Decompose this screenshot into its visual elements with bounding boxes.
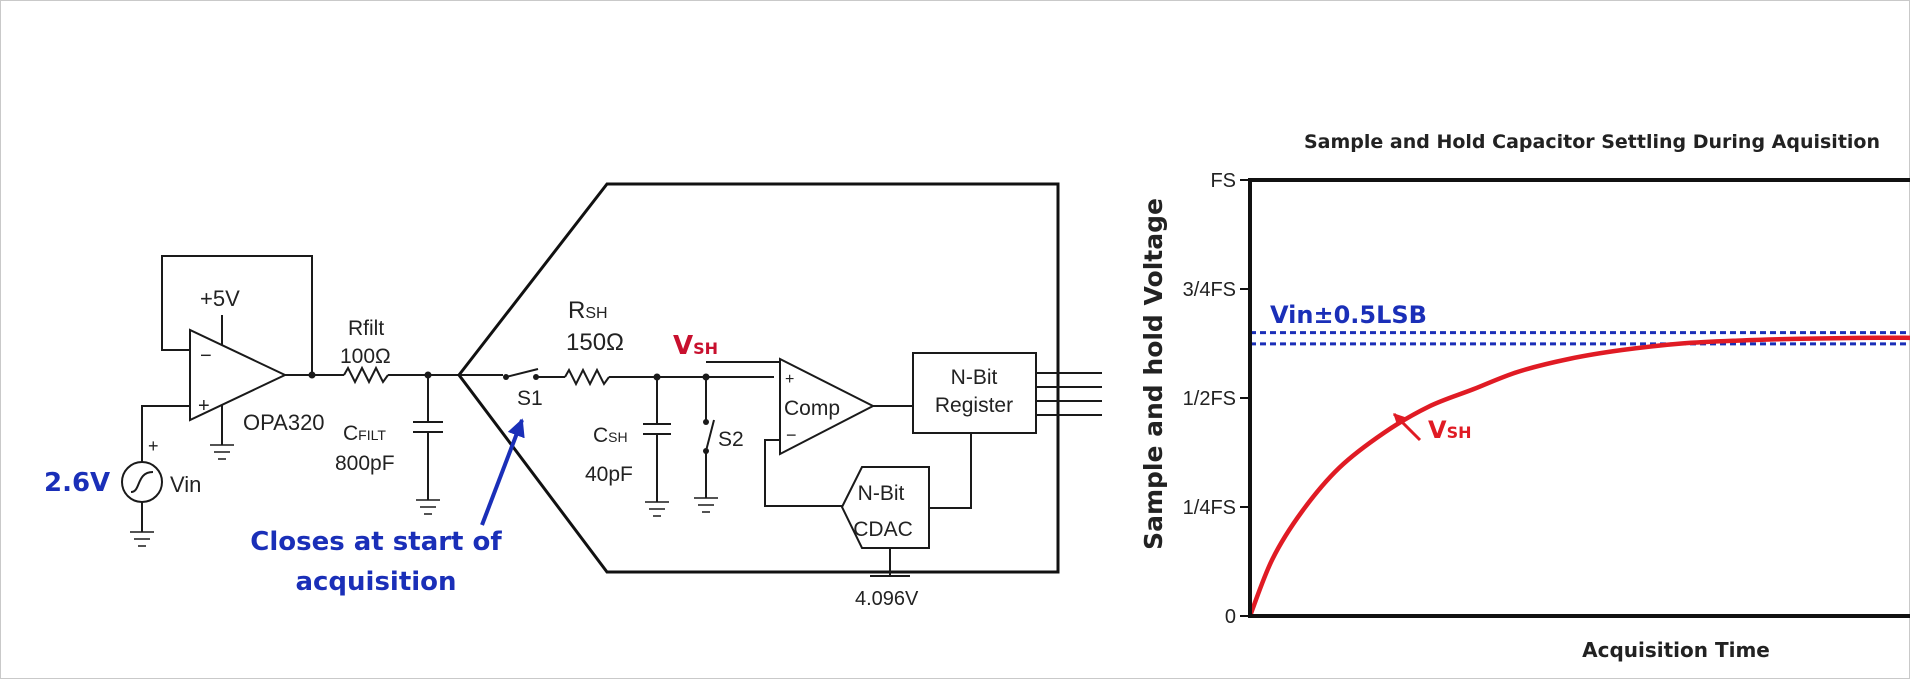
- opamp-name: OPA320: [243, 410, 325, 435]
- source-symbol: [121, 461, 163, 503]
- opamp-symbol: [189, 328, 288, 422]
- y-tick-label: 0: [1225, 606, 1236, 628]
- source-name: Vin: [170, 472, 201, 497]
- annotation-line1: Closes at start of: [250, 527, 502, 557]
- feedback-wire: [161, 255, 313, 374]
- cfilt-symbol: [413, 421, 443, 433]
- s2-ground-icon: [694, 497, 718, 513]
- cdac-line2: CDAC: [853, 518, 913, 541]
- y-ticks: 0 1/4FS 1/2FS 3/4FS FS: [1183, 170, 1250, 628]
- curve-label: VSH: [1428, 416, 1472, 444]
- rsh-value: 150Ω: [566, 329, 624, 356]
- opamp-minus: −: [200, 345, 212, 367]
- register-line1: N-Bit: [951, 366, 998, 389]
- band-label: Vin±0.5LSB: [1270, 301, 1427, 329]
- adc-outline: [457, 182, 1060, 574]
- rfilt-name: Rfilt: [348, 317, 384, 340]
- annotation-line2: acquisition: [295, 567, 456, 597]
- y-tick-label: 3/4FS: [1183, 279, 1236, 301]
- supply-label: +5V: [200, 286, 240, 311]
- source-wire: [141, 405, 190, 462]
- settling-chart: Sample and Hold Capacitor Settling Durin…: [1139, 131, 1910, 662]
- register-line2: Register: [935, 394, 1013, 417]
- source-plus: +: [148, 436, 159, 456]
- csh-symbol: [643, 423, 671, 435]
- comparator-symbol: [779, 357, 876, 456]
- reference-label: 4.096V: [855, 588, 919, 610]
- cfilt-ground-icon: [416, 499, 440, 515]
- cdac-block: [840, 466, 930, 549]
- rfilt-symbol: [343, 365, 389, 385]
- adc-schematic: − + +5V OPA320 + 2.6V Vin Rfilt 100Ω CFI…: [44, 182, 1102, 610]
- y-axis-label: Sample and hold Voltage: [1139, 198, 1168, 550]
- annotation-arrow-icon: [480, 418, 525, 526]
- rsh-name: RSH: [568, 297, 608, 324]
- opamp-plus: +: [198, 395, 210, 417]
- curve-label-arrow-icon: [1392, 412, 1422, 442]
- rsh-symbol: [564, 367, 610, 387]
- comparator-label: Comp: [784, 397, 840, 420]
- register-block: [912, 352, 1037, 434]
- source-ground-icon: [130, 531, 154, 547]
- cfilt-value: 800pF: [335, 452, 395, 475]
- cfilt-name: CFILT: [343, 422, 386, 445]
- source-voltage: 2.6V: [44, 468, 110, 498]
- cdac-line1: N-Bit: [858, 482, 905, 505]
- rfilt-value: 100Ω: [340, 345, 391, 368]
- s1-blade: [505, 368, 539, 378]
- y-tick-label: 1/2FS: [1183, 388, 1236, 410]
- s2-blade: [705, 419, 715, 452]
- opamp-ground-icon: [210, 444, 234, 460]
- x-axis-label: Acquisition Time: [1582, 638, 1770, 662]
- s1-contact: [533, 374, 539, 380]
- vsh-curve: [1247, 335, 1910, 617]
- csh-ground-icon: [645, 501, 669, 517]
- y-tick-label: FS: [1210, 170, 1236, 192]
- comp-minus: −: [786, 425, 797, 445]
- wire-register-cdac: [929, 433, 972, 509]
- comp-plus: +: [785, 371, 794, 388]
- chart-title: Sample and Hold Capacitor Settling Durin…: [1304, 131, 1880, 153]
- s2-contact: [703, 419, 709, 425]
- csh-value: 40pF: [585, 463, 633, 486]
- switch1-label: S1: [517, 387, 543, 410]
- register-output-bus: [1036, 372, 1102, 416]
- step-icon: [130, 471, 154, 493]
- vsh-node-label: VSH: [673, 331, 718, 361]
- wire-cdac-comp: [764, 439, 842, 507]
- switch2-label: S2: [718, 428, 744, 451]
- node-dot: [308, 371, 316, 379]
- plot-area: [1248, 178, 1910, 618]
- csh-name: CSH: [593, 424, 628, 447]
- y-tick-label: 1/4FS: [1183, 497, 1236, 519]
- target-band: [1250, 331, 1910, 346]
